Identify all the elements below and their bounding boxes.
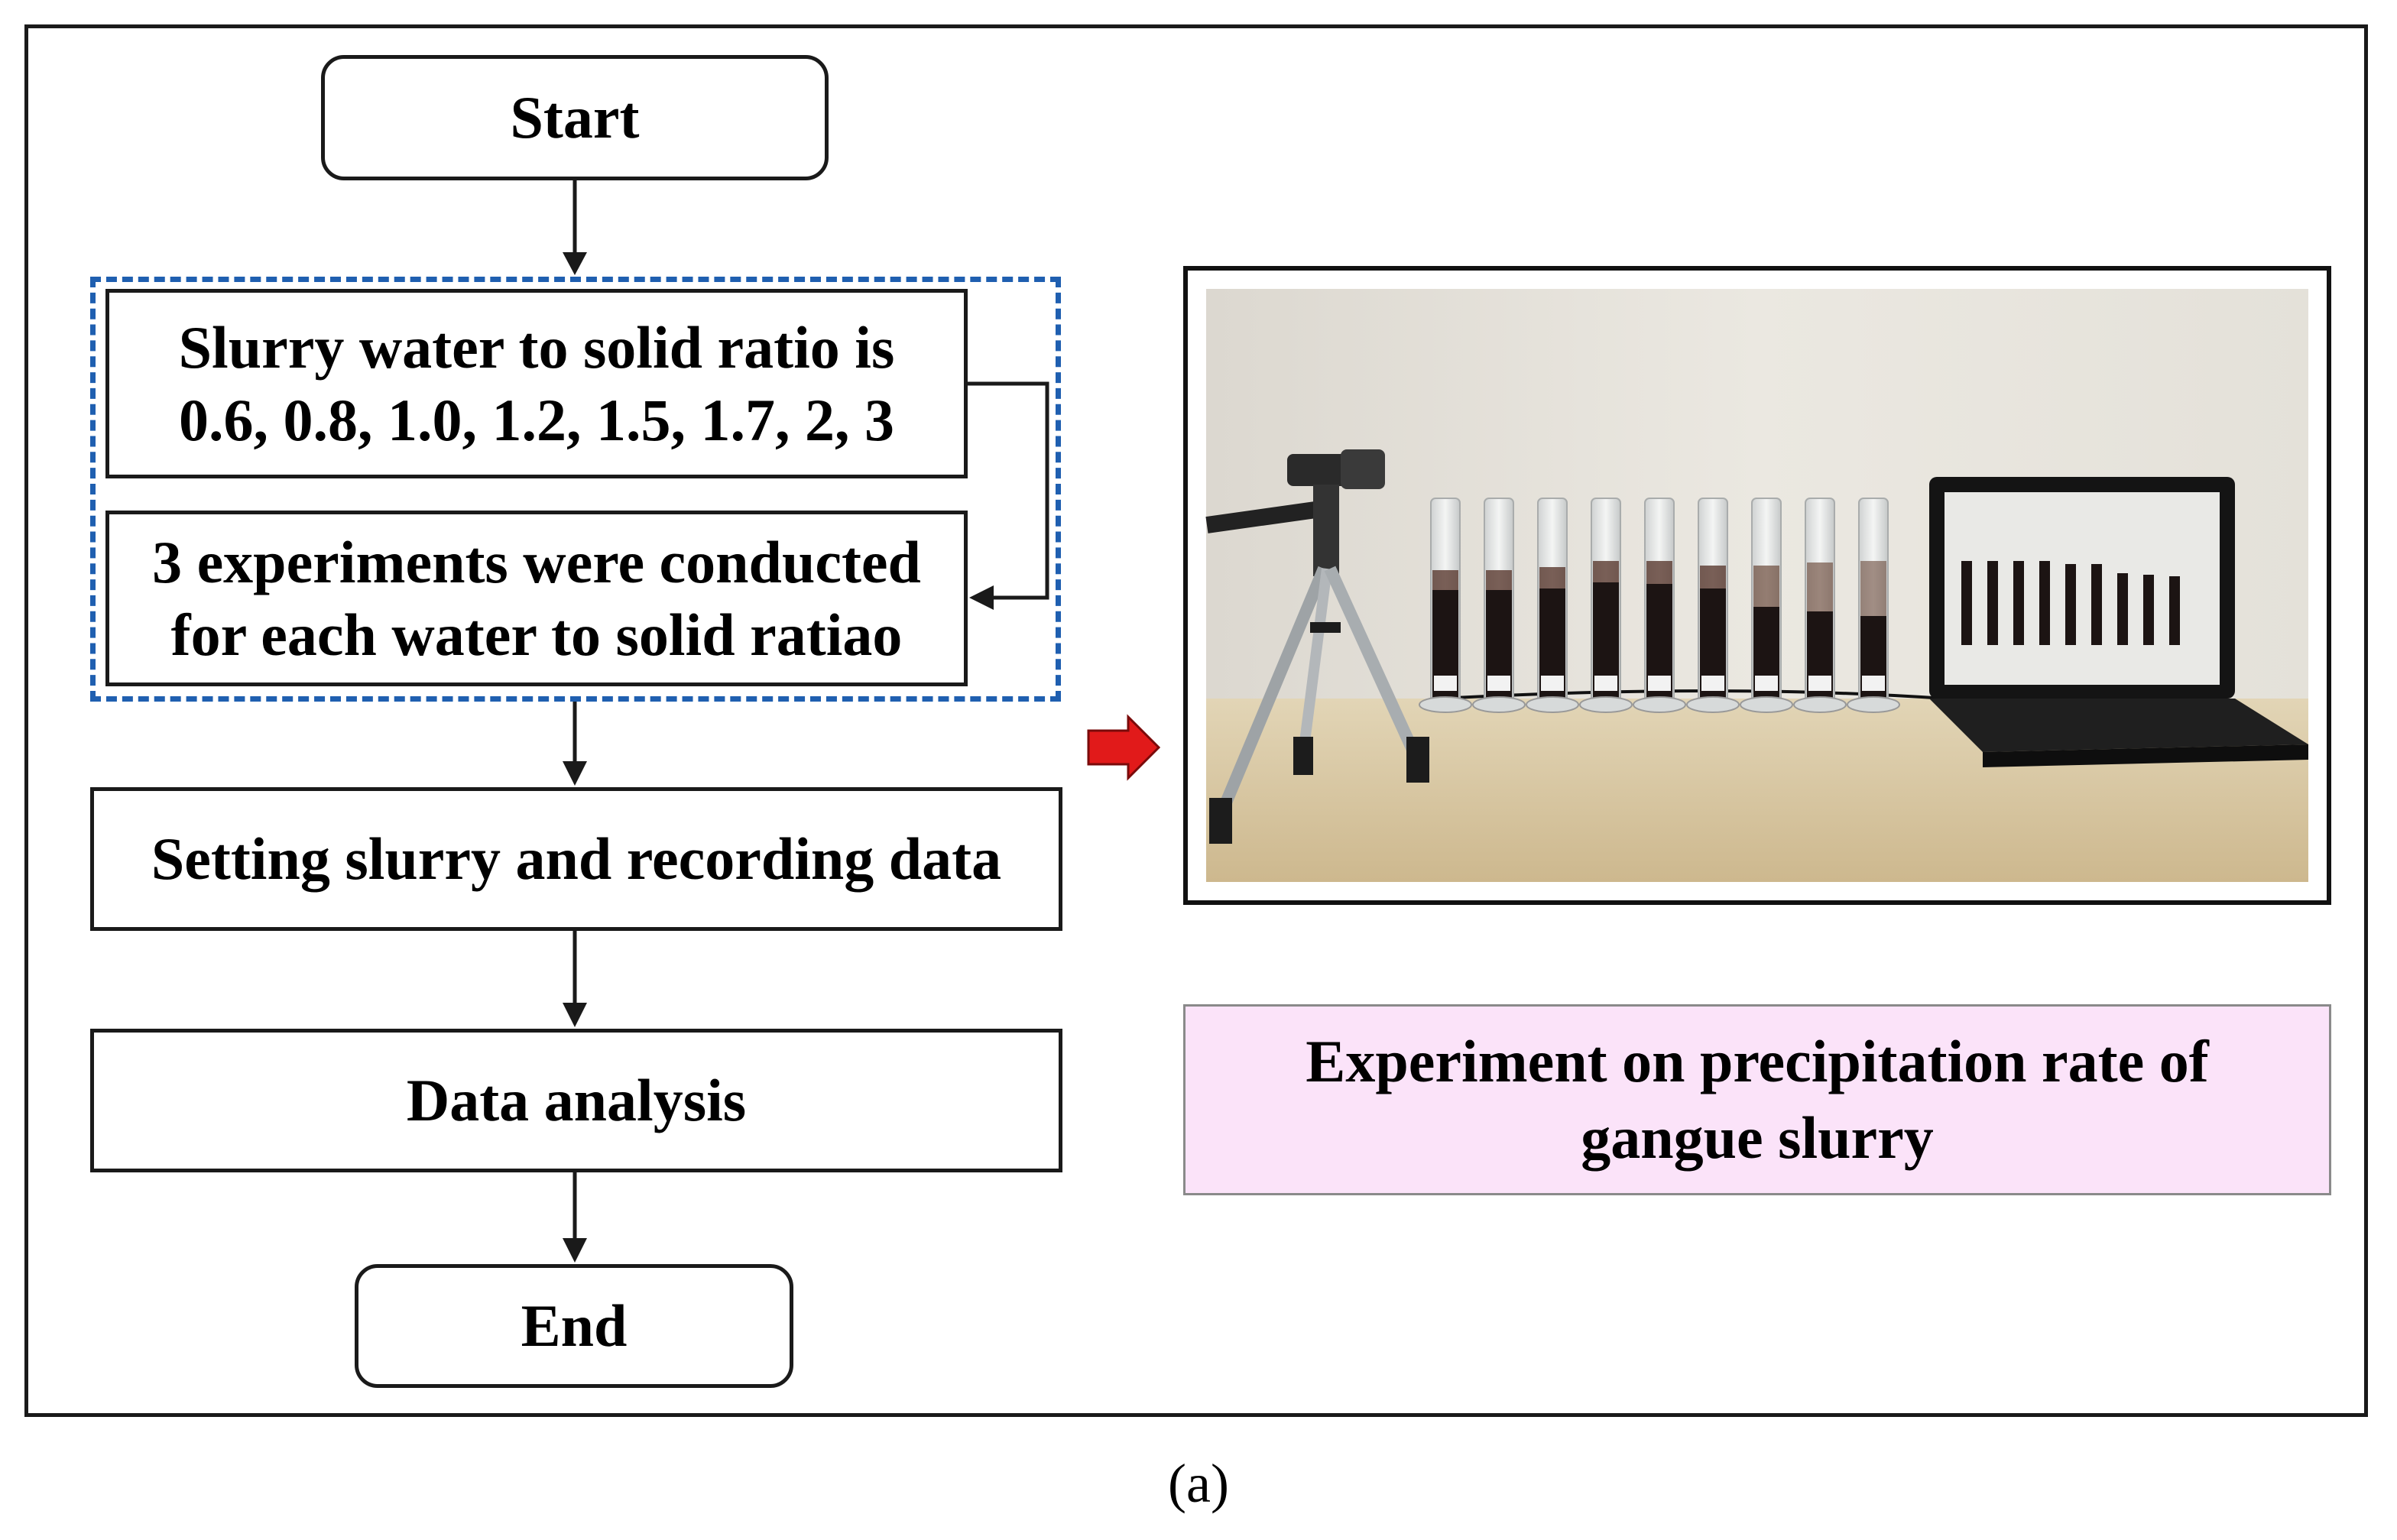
setting-node: Setting slurry and recording data xyxy=(90,787,1062,931)
tube-5 xyxy=(1633,498,1686,713)
analysis-node: Data analysis xyxy=(90,1029,1062,1172)
arrowhead-4 xyxy=(563,1238,587,1263)
ratio-line-1: Slurry water to solid ratio is xyxy=(178,313,895,381)
arrowhead-2 xyxy=(563,761,587,786)
start-label: Start xyxy=(510,84,640,151)
tube-6 xyxy=(1686,498,1740,713)
tripod-icon xyxy=(1205,449,1429,844)
tube-8 xyxy=(1793,498,1847,713)
experiment-photo-frame xyxy=(1183,266,2331,905)
ratio-line-2: 0.6, 0.8, 1.0, 1.2, 1.5, 1.7, 2, 3 xyxy=(179,387,894,453)
arrowhead-loop xyxy=(969,585,994,610)
ratio-box: Slurry water to solid ratio is 0.6, 0.8,… xyxy=(105,289,968,478)
experiment-caption: Experiment on precipitation rate of gang… xyxy=(1183,1004,2331,1195)
tube-4 xyxy=(1579,498,1633,713)
arrowhead-1 xyxy=(563,252,587,275)
arrowhead-3 xyxy=(563,1003,587,1027)
experiments-line-2: for each water to solid ratiao xyxy=(170,601,903,668)
figure-frame xyxy=(24,24,2368,1417)
tube-7 xyxy=(1740,498,1793,713)
loop-connector xyxy=(968,381,1049,600)
graduated-cylinders xyxy=(1419,498,1900,713)
caption-line-1: Experiment on precipitation rate of xyxy=(1306,1028,2209,1095)
red-arrow-icon xyxy=(1087,714,1161,781)
end-label: End xyxy=(521,1292,628,1360)
caption-line-2: gangue slurry xyxy=(1581,1104,1934,1171)
experiment-setup-group xyxy=(90,277,1061,702)
laptop-icon xyxy=(1929,477,2308,767)
start-node: Start xyxy=(321,55,829,180)
tube-3 xyxy=(1526,498,1579,713)
panel-label: (a) xyxy=(1168,1453,1229,1514)
tube-2 xyxy=(1472,498,1526,713)
end-node: End xyxy=(355,1264,793,1388)
experiments-line-1: 3 experiments were conducted xyxy=(152,528,921,595)
analysis-label: Data analysis xyxy=(406,1067,747,1134)
tube-1 xyxy=(1419,498,1472,713)
setting-label: Setting slurry and recording data xyxy=(151,825,1002,893)
experiment-photo xyxy=(1202,284,2313,887)
tube-9 xyxy=(1847,498,1900,713)
experiments-box: 3 experiments were conducted for each wa… xyxy=(105,511,968,686)
